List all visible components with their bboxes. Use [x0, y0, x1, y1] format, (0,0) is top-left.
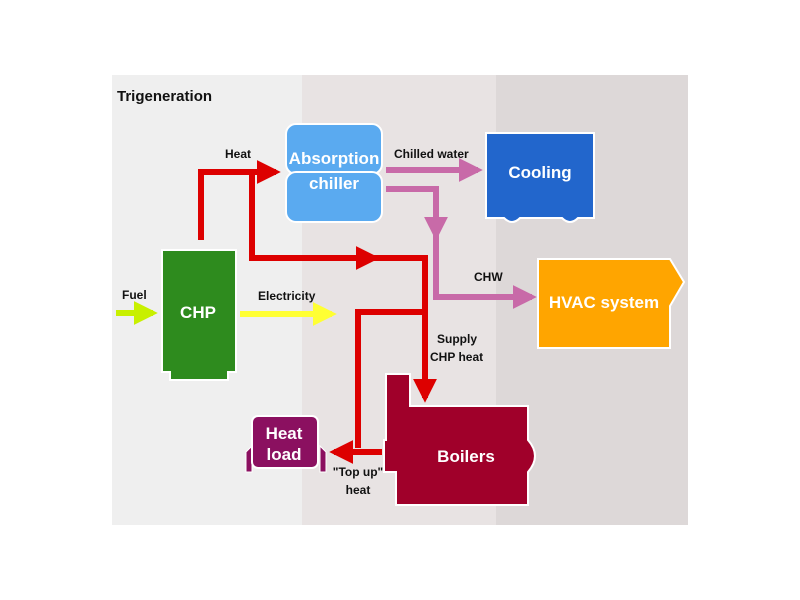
heat-load-unit: Heat load: [245, 415, 327, 473]
supply-chp-heat-label-line1: Supply: [437, 332, 477, 346]
heat-label: Heat: [225, 147, 251, 161]
chw-pipe-to-hvac: [433, 232, 537, 309]
top-up-heat-label-line2: heat: [346, 483, 371, 497]
chilled-water-branch: [386, 186, 448, 241]
hvac-label: HVAC system: [549, 293, 659, 312]
hvac-system-unit: HVAC system: [537, 258, 686, 349]
heat-pipe-branch: [249, 172, 380, 270]
top-up-heat-riser: [355, 309, 425, 448]
heat-load-label-line1: Heat: [266, 424, 303, 443]
boilers-unit: Boilers: [383, 373, 536, 506]
supply-chp-heat-label-line2: CHP heat: [430, 350, 483, 364]
cooling-unit: Cooling: [485, 132, 595, 223]
diagram-title: Trigeneration: [117, 88, 212, 105]
electricity-label: Electricity: [258, 289, 316, 303]
cooling-label: Cooling: [508, 163, 571, 182]
heat-load-label-line2: load: [267, 445, 302, 464]
chw-label: CHW: [474, 270, 503, 284]
boilers-label: Boilers: [437, 447, 495, 466]
absorption-chiller-unit: Absorption chiller: [285, 123, 383, 223]
chp-label: CHP: [180, 303, 216, 322]
supply-chp-heat-pipe: [370, 255, 437, 403]
chp-unit: CHP: [161, 249, 237, 381]
chiller-label-line1: Absorption: [289, 149, 380, 168]
top-up-heat-label-line1: "Top up": [333, 465, 383, 479]
fuel-label: Fuel: [122, 288, 147, 302]
chilled-water-label: Chilled water: [394, 147, 469, 161]
chiller-label-line2: chiller: [309, 174, 359, 193]
